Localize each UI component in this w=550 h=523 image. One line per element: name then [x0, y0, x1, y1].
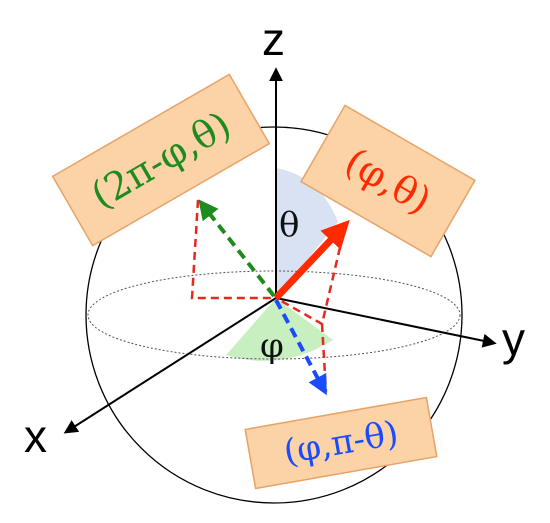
- blue-vector: [274, 299, 327, 396]
- phi-label: φ: [260, 326, 284, 366]
- theta-wedge: [276, 168, 338, 298]
- theta-label: θ: [279, 205, 299, 245]
- red-label-box: (φ,θ): [300, 104, 476, 258]
- red-vector: [273, 219, 350, 301]
- phi-wedge: [226, 298, 333, 361]
- x-axis-label: x: [24, 410, 47, 462]
- equator: [87, 270, 461, 360]
- sphere: [85, 126, 463, 504]
- z-axis-label: z: [262, 13, 285, 65]
- x-axis: [63, 297, 277, 434]
- blue-label-box: (φ,π-θ): [244, 396, 438, 490]
- green-label-box: (2π-φ,θ): [51, 73, 271, 247]
- green-vector: [198, 199, 276, 298]
- y-axis: [275, 297, 497, 348]
- green-projection: [190, 199, 276, 300]
- y-axis-label: y: [502, 313, 525, 365]
